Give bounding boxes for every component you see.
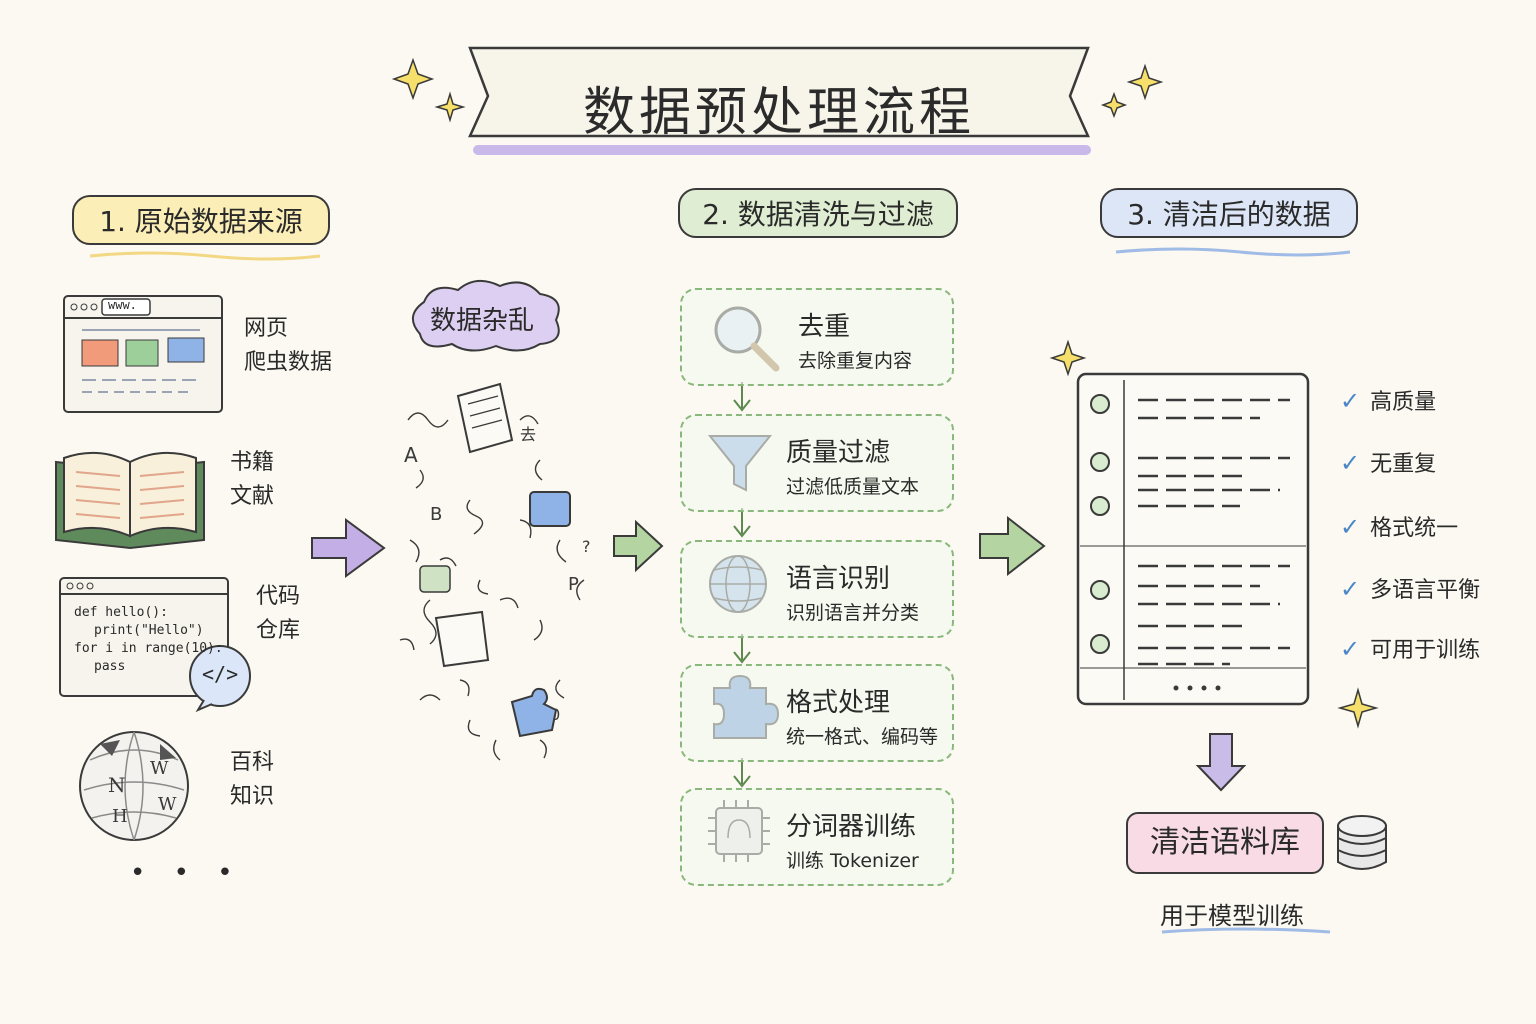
source-wiki-line2: 知识 bbox=[230, 784, 275, 809]
messy-puzzle-icon bbox=[510, 687, 558, 738]
checkmark-icon: ✓ bbox=[1340, 449, 1361, 477]
source-book-line1: 书籍 bbox=[230, 450, 275, 475]
step-title: 语言识别 bbox=[786, 564, 891, 594]
svg-text:A: A bbox=[404, 443, 418, 467]
title-banner: 数据预处理流程 bbox=[468, 42, 1090, 154]
section-header-sources: 1. 原始数据来源 bbox=[72, 195, 330, 245]
step-arrows bbox=[733, 382, 751, 788]
title-banner bbox=[468, 46, 1091, 155]
purple-down-arrow-icon bbox=[1195, 733, 1247, 792]
messy-code-icon bbox=[419, 565, 451, 593]
webpage-icon bbox=[63, 295, 223, 413]
code-snippet: def hello(): print("Hello") for i in ran… bbox=[74, 604, 223, 676]
check-label: 无重复 bbox=[1370, 452, 1437, 477]
svg-text:W: W bbox=[158, 794, 177, 815]
step-title: 分词器训练 bbox=[786, 812, 917, 842]
check-label: 多语言平衡 bbox=[1370, 578, 1481, 603]
check-label: 高质量 bbox=[1370, 390, 1437, 415]
messy-file-icon bbox=[434, 610, 490, 668]
step-title: 格式处理 bbox=[786, 688, 891, 718]
clean-document-icon bbox=[1076, 372, 1310, 706]
book-icon bbox=[55, 451, 205, 550]
step-format: 格式处理 统一格式、编码等 bbox=[680, 664, 954, 762]
source-code-line2: 仓库 bbox=[256, 618, 301, 643]
source-wiki-line1: 百科 bbox=[230, 750, 275, 775]
source-book-label: 书籍 文献 bbox=[230, 446, 274, 514]
svg-text:W: W bbox=[150, 758, 169, 779]
code-line: pass bbox=[94, 659, 126, 674]
step-dedup: 去重 去除重复内容 bbox=[680, 288, 954, 386]
messy-doc-icon bbox=[456, 382, 514, 454]
code-tag-icon: </> bbox=[202, 662, 239, 686]
section-header-cleaning: 2. 数据清洗与过滤 bbox=[678, 188, 958, 238]
browser-url: www. bbox=[108, 298, 137, 312]
source-code-line1: 代码 bbox=[256, 584, 301, 609]
step-title: 去重 bbox=[798, 312, 851, 342]
source-book-line2: 文献 bbox=[230, 484, 275, 509]
check-item: ✓ 可用于训练 bbox=[1340, 632, 1480, 664]
checkmark-icon: ✓ bbox=[1340, 575, 1361, 603]
svg-text:B: B bbox=[430, 504, 442, 525]
checkmark-icon: ✓ bbox=[1340, 635, 1361, 663]
wikipedia-globe-icon: N W H W bbox=[79, 731, 189, 841]
source-wiki-label: 百科 知识 bbox=[230, 746, 274, 814]
sparkle-icon bbox=[391, 57, 1379, 729]
step-desc: 过滤低质量文本 bbox=[786, 476, 920, 498]
cloud-icon bbox=[412, 279, 560, 352]
clean-corpus-box: 清洁语料库 bbox=[1126, 812, 1324, 874]
svg-text:?: ? bbox=[582, 537, 591, 556]
checkmark-icon: ✓ bbox=[1340, 387, 1361, 415]
section-header-clean-data: 3. 清洁后的数据 bbox=[1100, 188, 1358, 238]
step-desc: 统一格式、编码等 bbox=[786, 726, 939, 748]
green-arrow-icon bbox=[613, 519, 664, 573]
step-title: 质量过滤 bbox=[786, 438, 891, 468]
step-tokenizer: 分词器训练 训练 Tokenizer bbox=[680, 788, 954, 886]
check-item: ✓ 多语言平衡 bbox=[1340, 572, 1480, 604]
check-item: ✓ 无重复 bbox=[1340, 446, 1436, 478]
step-quality-filter: 质量过滤 过滤低质量文本 bbox=[680, 414, 954, 512]
more-sources-ellipsis: • • • bbox=[130, 858, 243, 888]
check-label: 可用于训练 bbox=[1370, 638, 1481, 663]
page-title: 数据预处理流程 bbox=[582, 83, 975, 143]
svg-text:H: H bbox=[112, 806, 128, 827]
corpus-note: 用于模型训练 bbox=[1160, 902, 1304, 930]
checkmark-icon: ✓ bbox=[1340, 513, 1361, 541]
code-line: for i in range(10): bbox=[74, 641, 223, 656]
source-code-label: 代码 仓库 bbox=[256, 580, 300, 648]
green-arrow-icon bbox=[979, 515, 1046, 577]
purple-arrow-icon bbox=[311, 518, 386, 578]
check-label: 格式统一 bbox=[1370, 516, 1459, 541]
code-line: print("Hello") bbox=[94, 623, 204, 638]
source-web-line2: 爬虫数据 bbox=[244, 350, 333, 375]
code-window-icon bbox=[59, 577, 251, 713]
svg-text:N: N bbox=[108, 773, 126, 797]
step-desc: 识别语言并分类 bbox=[786, 602, 920, 624]
code-line: def hello(): bbox=[74, 605, 168, 620]
database-icon bbox=[1337, 815, 1387, 870]
svg-text:去: 去 bbox=[520, 425, 536, 444]
source-web-line1: 网页 bbox=[244, 316, 289, 341]
source-web-label: 网页 爬虫数据 bbox=[244, 312, 332, 380]
step-desc: 训练 Tokenizer bbox=[786, 850, 919, 872]
check-item: ✓ 格式统一 bbox=[1340, 510, 1458, 542]
svg-text:P: P bbox=[568, 574, 579, 595]
messy-data-label: 数据杂乱 bbox=[430, 306, 535, 336]
messy-chat-icon bbox=[529, 491, 571, 527]
step-language-id: 语言识别 识别语言并分类 bbox=[680, 540, 954, 638]
step-desc: 去除重复内容 bbox=[798, 350, 913, 372]
check-item: ✓ 高质量 bbox=[1340, 384, 1436, 416]
